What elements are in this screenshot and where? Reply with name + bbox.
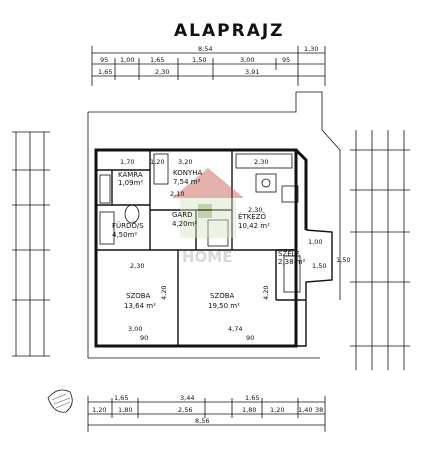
room-gard-area: 4,20m² [172, 220, 197, 228]
room-szoba1-name: SZOBA [126, 292, 151, 300]
bdim-i: 1,40 [298, 406, 312, 414]
plan-title: ALAPRAJZ [174, 21, 285, 41]
room-szoba1-area: 13,64 m² [124, 302, 156, 310]
idim-5: 2,30 [130, 262, 144, 270]
room-gard-name: GARD [172, 211, 192, 219]
room-etkezo-area: 10,42 m² [238, 222, 270, 230]
left-dimension-lines [12, 131, 50, 357]
bdim-e: 1,80 [118, 406, 132, 414]
idim-15: 90 [140, 334, 148, 342]
top-dim-h: 2,30 [155, 68, 169, 76]
watermark-logo: HOME [172, 168, 244, 266]
top-dim-a: 95 [100, 56, 108, 64]
top-dim-e: 3,00 [240, 56, 254, 64]
top-dim-total: 8,54 [198, 45, 212, 53]
top-dim-d: 1,50 [192, 56, 206, 64]
room-konyha-name: KONYHA [173, 169, 202, 177]
room-szele-area: 2,38 m² [278, 258, 306, 266]
idim-14: 2,10 [170, 190, 184, 198]
room-labels: KAMRA 1,09m² KONYHA 7,54 m² FÜRDŐ/S 4,50… [112, 169, 306, 310]
top-dim-f: 95 [282, 56, 290, 64]
idim-7: 4,20 [160, 286, 168, 300]
top-dim-c: 1,65 [150, 56, 164, 64]
bdim-a: 1,65 [114, 394, 128, 402]
bdim-j: 38 [315, 406, 323, 414]
room-kamra-area: 1,09m² [118, 179, 143, 187]
interior-dimensions: 1,70 1,20 3,20 2,30 2,30 2,30 4,20 4,20 … [120, 158, 350, 342]
watermark-text: HOME [182, 248, 232, 266]
top-dim-g: 1,65 [98, 68, 112, 76]
idim-10: 4,74 [228, 325, 242, 333]
idim-8: 4,20 [262, 286, 270, 300]
bdim-b: 3,44 [180, 394, 194, 402]
idim-3: 3,20 [178, 158, 192, 166]
bdim-g: 1,80 [242, 406, 256, 414]
interior-walls [96, 150, 306, 346]
idim-6: 2,30 [248, 206, 262, 214]
room-konyha-area: 7,54 m² [173, 178, 201, 186]
idim-4: 2,30 [254, 158, 268, 166]
bdim-total: 8,56 [195, 417, 209, 425]
top-dim-b: 1,00 [120, 56, 134, 64]
idim-2: 1,20 [150, 158, 164, 166]
top-dimension-lines: 8,54 1,30 95 1,00 1,65 1,50 3,00 95 1,65… [91, 45, 326, 86]
room-furdo-name: FÜRDŐ/S [112, 221, 144, 230]
room-szoba2-name: SZOBA [210, 292, 235, 300]
idim-1: 1,70 [120, 158, 134, 166]
idim-12: 1,50 [336, 256, 350, 264]
idim-11: 1,50 [312, 262, 326, 270]
room-szele-name: SZÉLF. [278, 249, 301, 258]
north-symbol [47, 389, 73, 413]
site-outline [87, 91, 341, 359]
top-dim-right: 1,30 [304, 45, 318, 53]
room-kamra-name: KAMRA [118, 171, 143, 179]
bdim-c: 1,65 [245, 394, 259, 402]
idim-9: 3,00 [128, 325, 142, 333]
fixtures [99, 153, 301, 293]
idim-13: 1,00 [308, 238, 322, 246]
top-dim-i: 3,91 [245, 68, 259, 76]
bottom-dimension-lines: 1,65 3,44 1,65 1,20 1,80 2,56 1,80 1,20 … [87, 394, 326, 432]
bdim-d: 1,20 [92, 406, 106, 414]
bdim-f: 2,56 [178, 406, 192, 414]
idim-16: 90 [246, 334, 254, 342]
room-furdo-area: 4,50m² [112, 231, 137, 239]
room-szoba2-area: 19,50 m² [208, 302, 240, 310]
right-dimension-lines [350, 130, 410, 370]
bdim-h: 1,20 [270, 406, 284, 414]
outer-walls [94, 148, 333, 348]
room-etkezo-name: ÉTKEZŐ [238, 212, 267, 221]
